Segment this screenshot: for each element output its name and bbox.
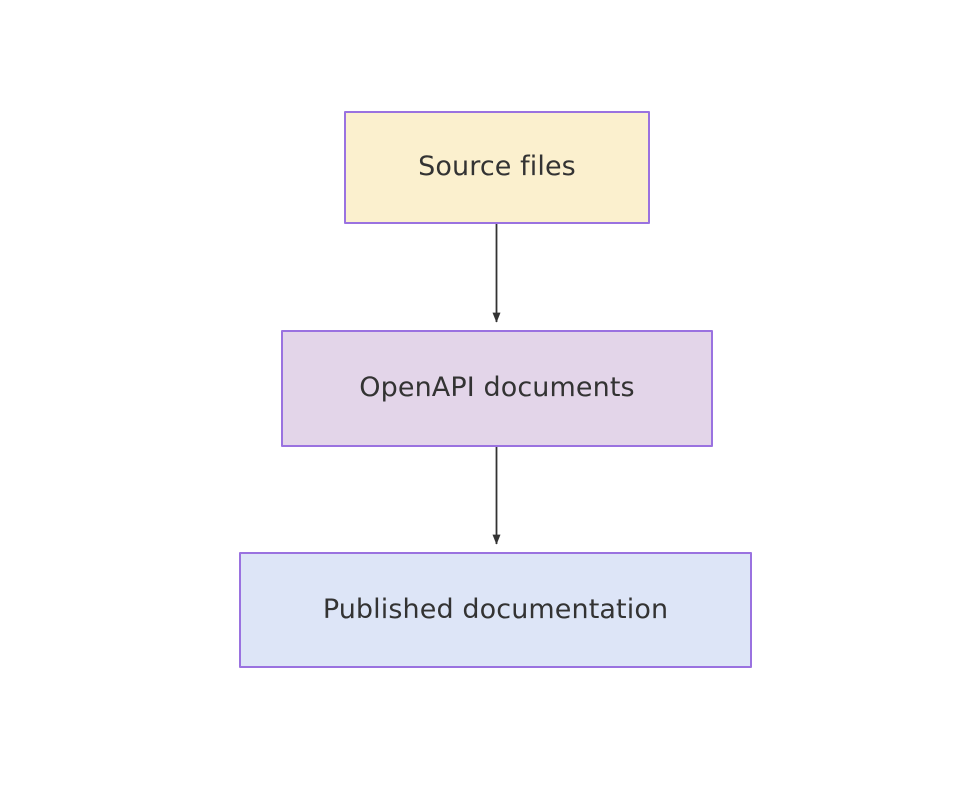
node-openapi-documents-label: OpenAPI documents xyxy=(359,372,635,404)
node-source-files-label: Source files xyxy=(418,151,576,183)
node-published-documentation-label: Published documentation xyxy=(322,593,669,625)
node-published-documentation[interactable]: Published documentation xyxy=(239,552,752,668)
node-source-files[interactable]: Source files xyxy=(344,111,650,224)
node-openapi-documents[interactable]: OpenAPI documents xyxy=(281,330,713,447)
